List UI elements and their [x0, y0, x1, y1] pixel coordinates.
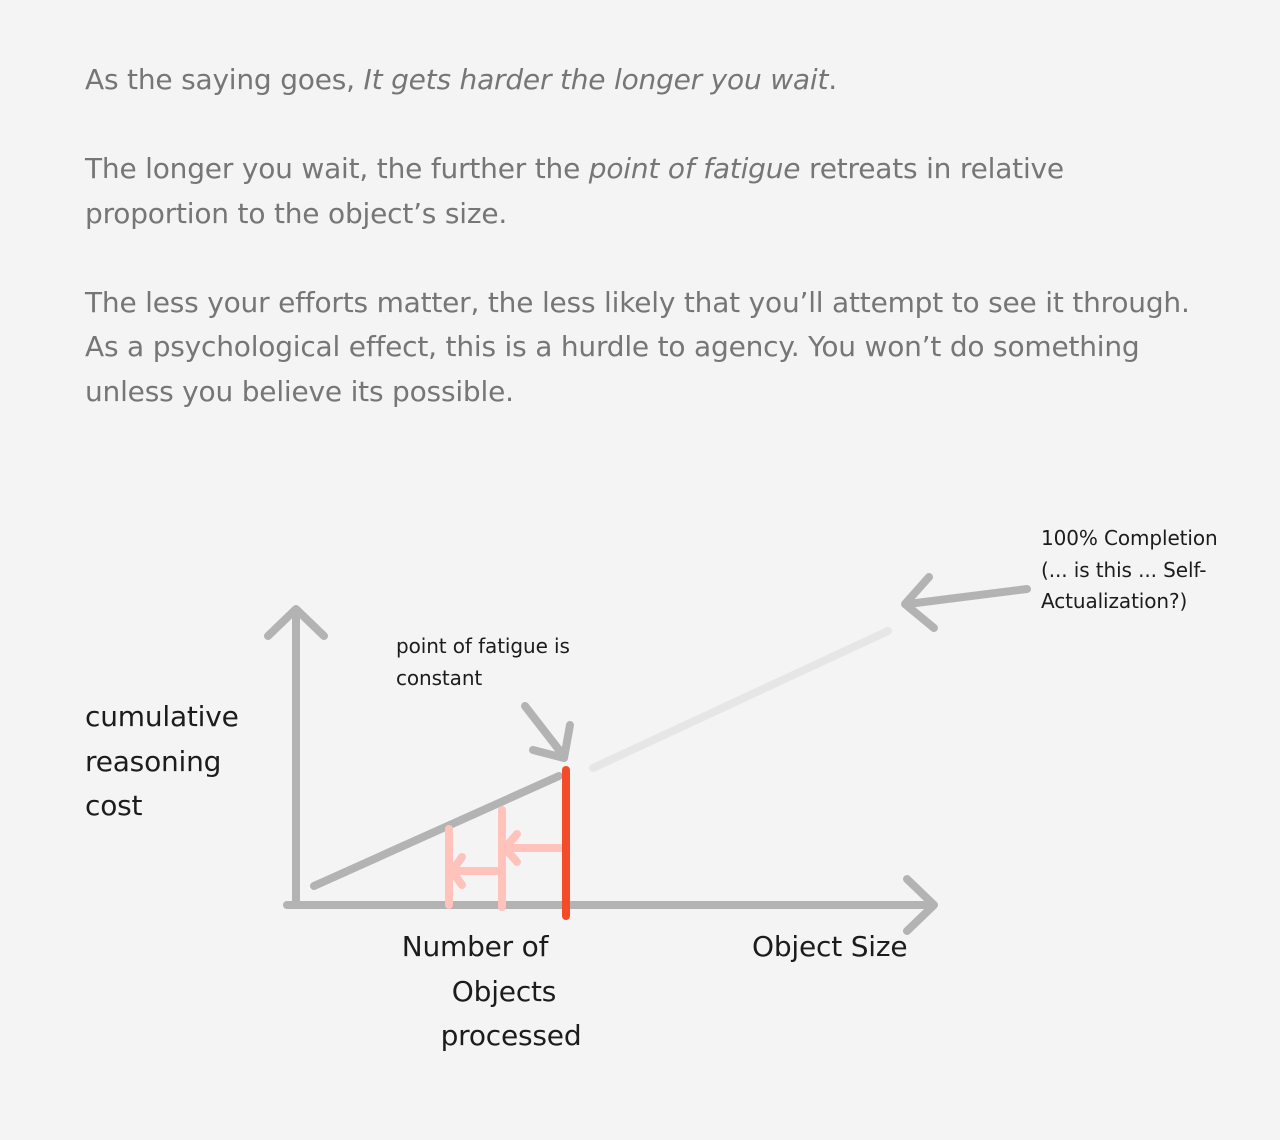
paragraph-text: As the saying goes,	[85, 63, 364, 96]
retreat-arrowhead-icon	[448, 853, 466, 889]
x-axis-label-line: Object Size	[752, 930, 908, 963]
x-axis-label-objects: Number of Objects processed	[380, 925, 600, 1059]
y-axis-label-line: reasoning	[85, 744, 222, 778]
paragraph-text: .	[828, 63, 837, 96]
fatigue-note-line: constant	[396, 665, 483, 690]
completion-note-line: 100% Completion	[1041, 526, 1218, 550]
paragraph-text: retreats in relative proportion to the o…	[85, 152, 1064, 230]
completion-note: 100% Completion (... is this ... Self- A…	[1041, 523, 1218, 618]
fatigue-term: point of fatigue	[588, 152, 801, 185]
x-axis-label-line: Number of	[401, 930, 549, 963]
retreat-arrowhead-icon	[501, 830, 521, 866]
y-axis-arrowhead-icon	[264, 605, 328, 640]
x-axis-arrowhead-icon	[903, 875, 938, 935]
potential-growth-line	[589, 627, 892, 772]
article-body: As the saying goes, It gets harder the l…	[85, 58, 1195, 459]
paragraph-text: The less your efforts matter, the less l…	[85, 285, 1190, 408]
fatigue-note-line: point of fatigue is	[396, 634, 570, 658]
prior-fatigue-markers	[445, 806, 564, 911]
fatigue-note-arrow	[521, 702, 567, 759]
paragraph-fatigue: The longer you wait, the further the poi…	[85, 147, 1195, 236]
x-axis-label-size: Object Size	[752, 925, 908, 970]
x-axis-label-line: processed	[440, 1019, 582, 1052]
y-axis-label: cumulative reasoning cost	[85, 695, 239, 829]
paragraph-text: The longer you wait, the further the	[85, 152, 589, 185]
paragraph-agency: The less your efforts matter, the less l…	[85, 281, 1195, 415]
completion-note-arrowhead-icon	[901, 573, 938, 632]
fatigue-note: point of fatigue is constant	[396, 631, 570, 694]
y-axis-label-line: cumulative	[85, 700, 239, 733]
cost-line	[310, 772, 563, 890]
saying-quote: It gets harder the longer you wait	[363, 63, 829, 96]
paragraph-saying: As the saying goes, It gets harder the l…	[85, 58, 1195, 103]
completion-note-line: Actualization?)	[1041, 589, 1188, 613]
fatigue-note-arrowhead-icon	[529, 721, 574, 762]
completion-note-arrow	[904, 585, 1031, 608]
x-axis-label-line: Objects	[451, 974, 557, 1008]
completion-note-line: (... is this ... Self-	[1041, 557, 1207, 582]
y-axis-label-line: cost	[85, 789, 143, 822]
